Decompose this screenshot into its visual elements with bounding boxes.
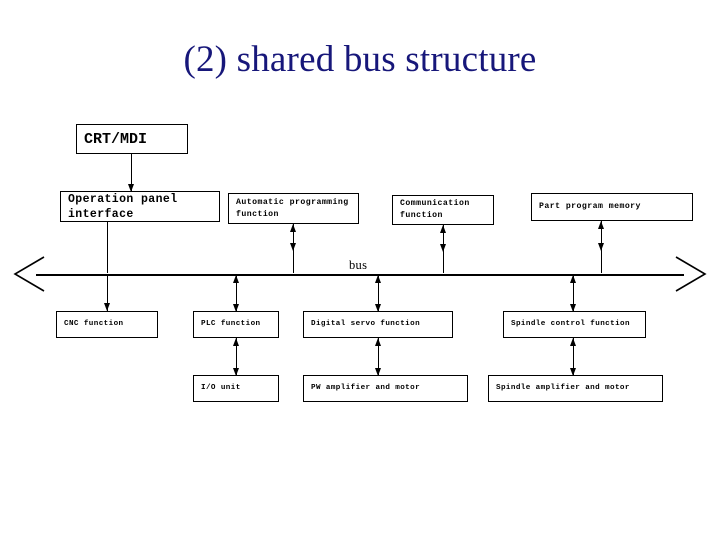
box-automatic-programming-function-line2: function [236, 209, 279, 219]
box-cnc-function-line1: CNC function [64, 320, 124, 328]
box-spindle-amplifier-and-motor[interactable]: Spindle amplifier and motor [488, 375, 663, 402]
connector-crtmdi-to-opanel-arrow-down [127, 184, 134, 192]
connector-servo-to-pw-arrow-down [374, 368, 381, 376]
connector-autoprog-to-bus-arrow-up [289, 224, 296, 232]
box-digital-servo-function[interactable]: Digital servo function [303, 311, 453, 338]
connector-spindle-to-amp-line [573, 338, 575, 376]
right-arrowhead-icon [674, 255, 708, 293]
bus-label: bus [349, 258, 368, 272]
box-operation-panel-interface-line2: interface [68, 207, 134, 221]
box-operation-panel-interface-line1: Operation panel [68, 192, 178, 206]
box-io-unit[interactable]: I/O unit [193, 375, 279, 402]
box-spindle-control-function-line1: Spindle control function [511, 320, 630, 328]
connector-bus-to-spindle-arrow-up [569, 275, 576, 283]
connector-plc-to-io-line [236, 338, 238, 376]
box-automatic-programming-function-line1: Automatic programming [236, 197, 349, 207]
connector-autoprog-to-bus-arrow-down [289, 243, 296, 251]
connector-servo-to-pw-arrow-up [374, 338, 381, 346]
bus-line [36, 274, 684, 276]
connector-bus-to-plc-arrow-down [232, 304, 239, 312]
box-plc-function[interactable]: PLC function [193, 311, 279, 338]
connector-spindle-to-amp-arrow-up [569, 338, 576, 346]
connector-partprog-to-bus-arrow-up [597, 221, 604, 229]
box-pw-amplifier-and-motor-line1: PW amplifier and motor [311, 384, 421, 392]
connector-comm-to-bus-arrow-up [439, 225, 446, 233]
connector-bus-to-servo-arrow-up [374, 275, 381, 283]
connector-spindle-to-amp-arrow-down [569, 368, 576, 376]
connector-bus-to-plc-arrow-up [232, 275, 239, 283]
box-part-program-memory-line1: Part program memory [539, 202, 641, 211]
connector-servo-to-pw-line [378, 338, 380, 376]
box-spindle-amplifier-and-motor-line1: Spindle amplifier and motor [496, 384, 630, 392]
connector-bus-to-plc-line [236, 275, 238, 312]
box-io-unit-line1: I/O unit [201, 384, 241, 392]
box-cnc-function[interactable]: CNC function [56, 311, 158, 338]
connector-bus-to-spindle-line [573, 275, 575, 312]
connector-bus-to-servo-arrow-down [374, 304, 381, 312]
box-crt-mdi[interactable]: CRT/MDI [76, 124, 188, 154]
box-digital-servo-function-line1: Digital servo function [311, 320, 421, 328]
box-communication-function[interactable]: Communication function [392, 195, 494, 225]
connector-plc-to-io-arrow-up [232, 338, 239, 346]
box-plc-function-line1: PLC function [201, 320, 261, 328]
box-crt-mdi-label: CRT/MDI [84, 130, 148, 148]
box-spindle-control-function[interactable]: Spindle control function [503, 311, 646, 338]
connector-partprog-to-bus-arrow-down [597, 243, 604, 251]
connector-bus-to-cnc-line [107, 275, 109, 312]
box-part-program-memory[interactable]: Part program memory [531, 193, 693, 221]
connector-bus-to-servo-line [378, 275, 380, 312]
connector-plc-to-io-arrow-down [232, 368, 239, 376]
connector-comm-to-bus-arrow-down [439, 244, 446, 252]
left-arrowhead-icon [12, 255, 46, 293]
connector-bus-to-spindle-arrow-down [569, 304, 576, 312]
connector-crtmdi-to-opanel-line [131, 154, 133, 192]
connector-bus-to-cnc-arrow-down [103, 303, 110, 311]
connector-opanel-to-bus-line [107, 222, 109, 273]
box-communication-function-line2: function [400, 211, 443, 220]
box-pw-amplifier-and-motor[interactable]: PW amplifier and motor [303, 375, 468, 402]
box-operation-panel-interface[interactable]: Operation panel interface [60, 191, 220, 222]
page-title: (2) shared bus structure [183, 39, 537, 80]
box-communication-function-line1: Communication [400, 199, 470, 208]
box-automatic-programming-function[interactable]: Automatic programming function [228, 193, 359, 224]
